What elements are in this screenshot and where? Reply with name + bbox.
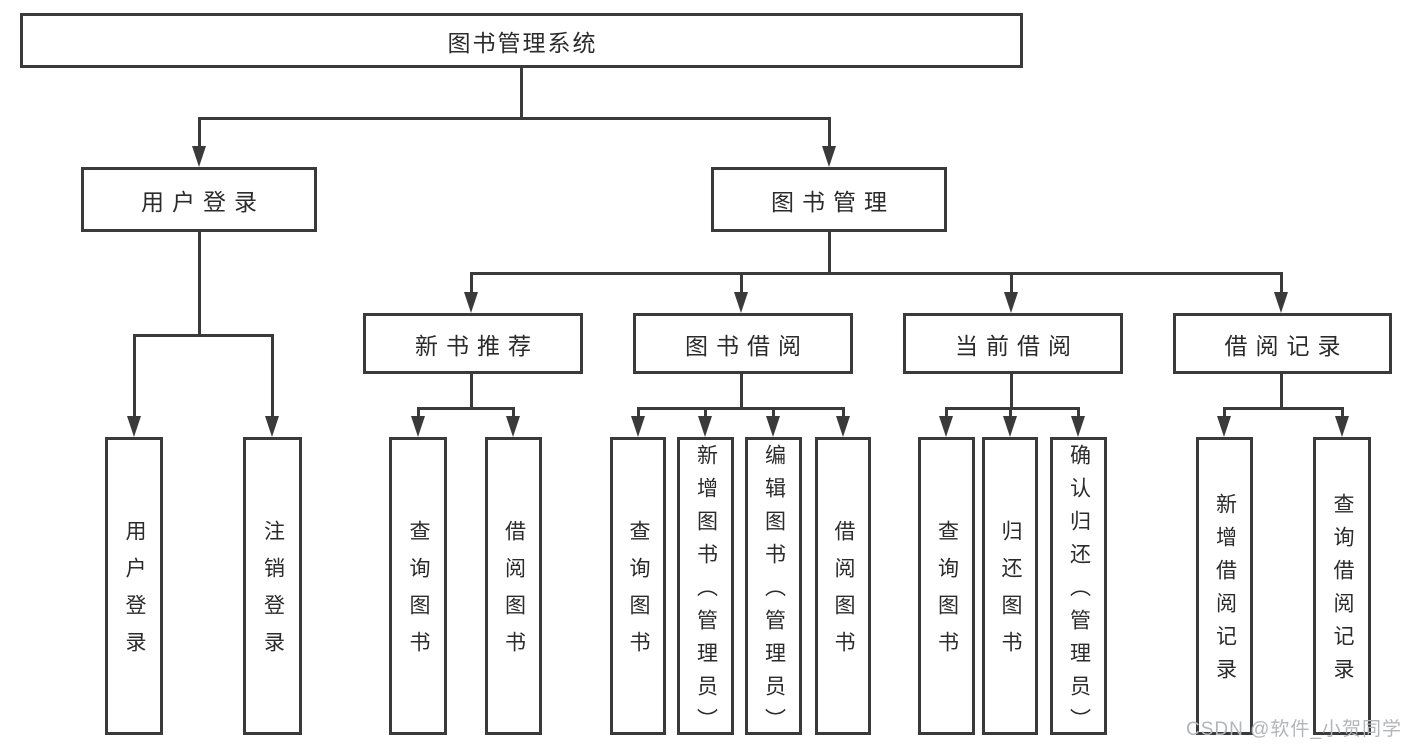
connector-line: [132, 333, 274, 337]
connector-line: [739, 374, 743, 410]
connector-arrowhead: [1335, 416, 1349, 437]
leaf-add-borrow-record-label: 新增借阅记录: [1213, 493, 1237, 691]
connector-line: [132, 333, 136, 418]
connector-line: [1279, 271, 1283, 294]
connector-line: [1279, 374, 1283, 410]
leaf-search-books-1: 查询图书: [389, 437, 447, 735]
connector-line: [703, 406, 707, 418]
node-borrow-records-label: 借阅记录: [1224, 332, 1349, 359]
connector-line: [636, 406, 845, 410]
connector-line: [827, 116, 831, 148]
connector-arrowhead: [698, 416, 712, 437]
connector-line: [511, 406, 515, 418]
connector-arrowhead: [822, 146, 836, 167]
connector-line: [416, 406, 515, 410]
leaf-add-borrow-record: 新增借阅记录: [1196, 437, 1253, 735]
leaf-confirm-return-admin: 确认归还（管理员）: [1050, 437, 1107, 741]
leaf-edit-book-admin-label: 编辑图书（管理员）: [762, 443, 786, 741]
connector-line: [1009, 374, 1013, 410]
node-book-borrowing: 图书借阅: [633, 313, 853, 374]
leaf-search-books-2: 查询图书: [610, 437, 666, 735]
leaf-logout: 注销登录: [243, 437, 302, 735]
node-user-login: 用户登录: [81, 167, 317, 232]
leaf-logout-label: 注销登录: [261, 520, 285, 668]
leaf-user-login: 用户登录: [105, 437, 163, 735]
connector-arrowhead: [265, 416, 279, 437]
connector-line: [197, 116, 201, 148]
node-borrow-records: 借阅记录: [1173, 313, 1392, 374]
leaf-search-borrow-record: 查询借阅记录: [1313, 437, 1371, 735]
node-book-management-label: 图书管理: [771, 188, 895, 215]
connector-line: [1340, 406, 1344, 418]
connector-line: [469, 374, 473, 410]
leaf-search-books-2-label: 查询图书: [627, 520, 650, 668]
connector-arrowhead: [631, 416, 645, 437]
connector-arrowhead: [939, 416, 953, 437]
connector-arrowhead: [734, 292, 748, 313]
leaf-confirm-return-admin-label: 确认归还（管理员）: [1067, 443, 1091, 741]
leaf-search-books-3: 查询图书: [918, 437, 975, 735]
leaf-add-book-admin: 新增图书（管理员）: [677, 437, 734, 741]
leaf-search-books-1-label: 查询图书: [407, 520, 430, 668]
leaf-edit-book-admin: 编辑图书（管理员）: [745, 437, 802, 741]
connector-line: [1076, 406, 1080, 418]
node-new-book-recommend-label: 新书推荐: [415, 332, 539, 359]
node-user-login-label: 用户登录: [141, 188, 265, 215]
node-book-management: 图书管理: [711, 167, 947, 232]
leaf-search-borrow-record-label: 查询借阅记录: [1331, 493, 1354, 691]
connector-line: [841, 406, 845, 418]
connector-line: [944, 406, 1080, 410]
connector-line: [827, 232, 831, 275]
connector-line: [771, 406, 775, 418]
leaf-user-login-label: 用户登录: [123, 520, 146, 668]
node-current-borrowing-label: 当前借阅: [955, 332, 1079, 359]
leaf-borrow-books-1-label: 借阅图书: [502, 520, 526, 668]
connector-arrowhead: [464, 292, 478, 313]
connector-line: [270, 333, 274, 418]
connector-line: [636, 406, 640, 418]
leaf-borrow-books-1: 借阅图书: [485, 437, 542, 735]
leaf-return-book: 归还图书: [982, 437, 1038, 735]
connector-arrowhead: [411, 416, 425, 437]
connector-arrowhead: [1274, 292, 1288, 313]
connector-arrowhead: [1003, 416, 1017, 437]
node-root: 图书管理系统: [20, 13, 1023, 68]
connector-line: [1009, 271, 1013, 294]
connector-arrowhead: [127, 416, 141, 437]
node-current-borrowing: 当前借阅: [903, 313, 1123, 374]
connector-line: [469, 271, 1283, 275]
connector-arrowhead: [766, 416, 780, 437]
leaf-add-book-admin-label: 新增图书（管理员）: [694, 443, 718, 741]
leaf-search-books-3-label: 查询图书: [935, 520, 959, 668]
node-book-borrowing-label: 图书借阅: [685, 332, 809, 359]
connector-line: [944, 406, 948, 418]
connector-line: [1008, 406, 1012, 418]
leaf-borrow-books-2-label: 借阅图书: [832, 520, 855, 668]
leaf-return-book-label: 归还图书: [999, 520, 1022, 668]
connector-line: [1222, 406, 1344, 410]
leaf-borrow-books-2: 借阅图书: [815, 437, 871, 735]
connector-arrowhead: [1004, 292, 1018, 313]
connector-line: [519, 68, 523, 120]
watermark-text: CSDN @软件_小贺同学: [1186, 719, 1402, 740]
connector-line: [197, 232, 201, 337]
connector-arrowhead: [506, 416, 520, 437]
connector-line: [469, 271, 473, 294]
node-new-book-recommend: 新书推荐: [363, 313, 583, 374]
connector-line: [739, 271, 743, 294]
connector-arrowhead: [192, 146, 206, 167]
connector-line: [416, 406, 420, 418]
connector-arrowhead: [836, 416, 850, 437]
connector-arrowhead: [1071, 416, 1085, 437]
connector-line: [197, 116, 831, 120]
connector-line: [1222, 406, 1226, 418]
connector-arrowhead: [1217, 416, 1231, 437]
node-root-label: 图书管理系统: [447, 29, 598, 56]
